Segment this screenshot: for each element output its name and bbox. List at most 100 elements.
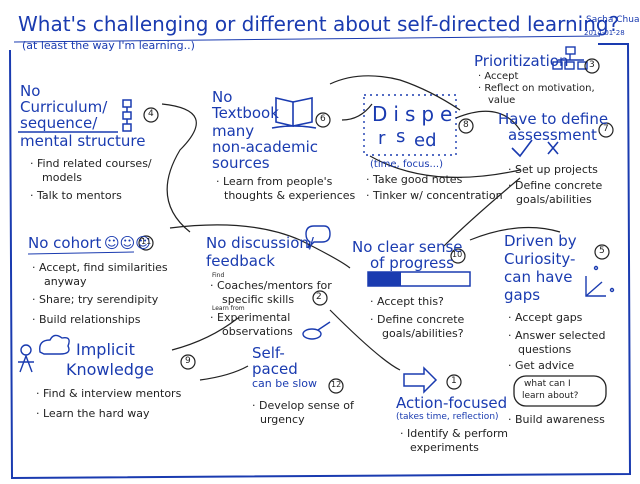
list-item: · Share; try serendipity (32, 293, 159, 306)
list-item: · Accept, find similarities (32, 261, 168, 274)
connector-1 (161, 103, 197, 233)
bubble-text: learn about? (522, 391, 579, 401)
number-label: 3 (589, 60, 595, 70)
list-item: goals/abilities (516, 193, 592, 206)
list-item: · Coaches/mentors for (210, 279, 332, 292)
list-item: specific skills (222, 293, 295, 306)
list-item: value (488, 95, 516, 106)
heading-line: feedback (206, 252, 275, 270)
list-item: goals/abilities? (382, 327, 464, 340)
list-item: · Learn from people's (216, 175, 333, 188)
heading-line: r (378, 128, 386, 149)
bubble-text: what can I (524, 379, 571, 389)
heading-line: ed (414, 130, 437, 151)
discussion-note: Find (212, 272, 225, 279)
number-label: 7 (603, 124, 609, 134)
list-item: anyway (44, 275, 87, 288)
list-item: questions (518, 343, 572, 356)
number-label: 1 (451, 376, 457, 386)
list-item: · Develop sense of (252, 399, 354, 412)
list-item: · Experimental (210, 311, 291, 324)
heading-line: non-academic (212, 138, 319, 156)
dispersed-note: (time, focus...) (370, 159, 443, 170)
list-item: · Define concrete (508, 179, 603, 192)
list-item: · Tinker w/ concentration (366, 189, 503, 202)
list-item: · Answer selected (508, 329, 606, 342)
number-label: 4 (148, 109, 154, 119)
list-item: · Learn the hard way (36, 407, 150, 420)
heading-line: Curriculum/ (20, 98, 108, 116)
list-item: experiments (410, 441, 479, 454)
list-item: thoughts & experiences (224, 189, 356, 202)
heading-line: Knowledge (66, 360, 154, 379)
list-item: · Define concrete (370, 313, 465, 326)
number-label: 11 (141, 237, 152, 246)
list-item: · Accept this? (370, 295, 444, 308)
page-subtitle: (at least the way I'm learning..) (22, 39, 195, 52)
connector-2 (341, 103, 373, 121)
flowchart-icon (122, 99, 132, 132)
heading-line: Implicit (76, 340, 135, 359)
heading-line: Textbook (212, 104, 279, 122)
list-item: observations (222, 325, 293, 338)
list-item: · Set up projects (508, 163, 598, 176)
arrow-right-icon (403, 366, 438, 394)
progress-bar-fill (368, 272, 401, 286)
list-item: · Find & interview mentors (36, 387, 182, 400)
heading-line: Prioritization (474, 52, 569, 70)
heading-line: mental structure (20, 132, 146, 150)
person-thought-icon (18, 334, 70, 373)
list-item: · Talk to mentors (30, 189, 122, 202)
heading-line: gaps (504, 286, 541, 304)
progress-bar-icon (367, 271, 471, 287)
list-item: · Identify & perform (400, 427, 509, 440)
heading-line: paced (252, 360, 298, 378)
heading-line: sources (212, 154, 270, 172)
heading-line: No discussion/ (206, 234, 314, 252)
heading-line: can be slow (252, 377, 318, 390)
number-label: 9 (185, 356, 191, 366)
number-label: 12 (331, 380, 342, 389)
action-note: (takes time, reflection) (396, 412, 499, 422)
heading-line: Driven by (504, 232, 577, 250)
cohort-underline (27, 251, 135, 255)
heading-line: s (396, 126, 406, 147)
number-label: 2 (316, 292, 322, 302)
heading-line: Action-focused (396, 394, 508, 412)
heading-line: Disp (372, 102, 441, 126)
number-label: 5 (599, 246, 605, 256)
list-item: · Accept (478, 71, 519, 82)
list-item: · Reflect on motivation, (478, 83, 595, 94)
list-item: · Build relationships (32, 313, 141, 326)
author-name: Sacha Chua (586, 15, 640, 25)
number-label: 10 (452, 250, 463, 259)
list-item: · Accept gaps (508, 311, 583, 324)
people-icon: ☺☺☺ (104, 234, 151, 252)
heading-line: of progress (370, 254, 454, 272)
discussion-note: Learn from (212, 305, 245, 312)
page-title: What's challenging or different about se… (18, 12, 620, 36)
heading-line: can have (504, 268, 573, 286)
axis-arrows-icon (585, 265, 615, 297)
list-item: · Build awareness (508, 413, 605, 426)
snail-icon (302, 321, 331, 340)
heading-line: many (212, 122, 255, 140)
number-label: 6 (320, 114, 326, 124)
heading-line: No cohort (28, 234, 102, 252)
heading-line: Self- (252, 344, 285, 362)
list-item: models (42, 171, 82, 184)
list-item: · Find related courses/ (30, 157, 152, 170)
heading-line: assessment (508, 126, 597, 144)
list-item: · Take good notes (366, 173, 463, 186)
heading-line: No (20, 82, 41, 100)
heading-line: Have to define (498, 110, 609, 128)
list-item: urgency (260, 413, 305, 426)
heading-line: No clear sense (352, 238, 463, 256)
heading-line: Curiosity- (504, 250, 576, 268)
heading-line: No (212, 88, 233, 106)
date-label: 2014-01-28 (584, 29, 625, 37)
connector-11 (199, 365, 249, 381)
number-label: 8 (463, 120, 469, 130)
heading-line: e (440, 102, 453, 126)
